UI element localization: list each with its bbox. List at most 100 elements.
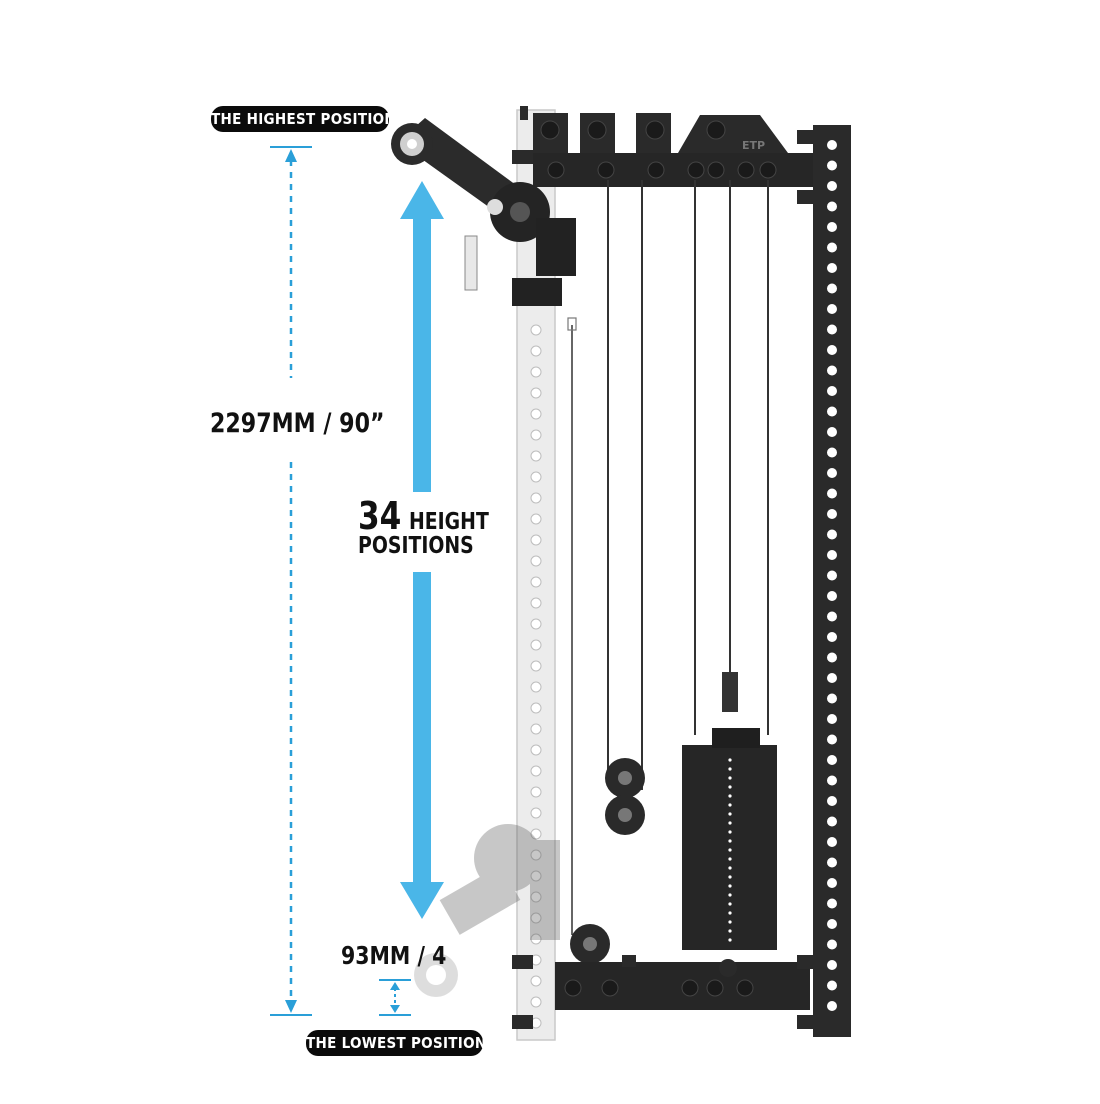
stack-pin-hole — [728, 758, 732, 762]
upright-hole — [827, 550, 837, 560]
stack-pin-hole — [728, 785, 732, 789]
stack-pin-hole — [728, 848, 732, 852]
upright-hole — [827, 816, 837, 827]
upright-hole — [530, 996, 542, 1008]
upright-hole — [530, 933, 542, 945]
upright-hole — [827, 263, 837, 273]
upright-hole — [530, 702, 542, 714]
pulleys — [570, 758, 645, 964]
highest-arm — [391, 118, 576, 306]
upright-hole — [530, 681, 542, 693]
stack-pin-hole — [728, 839, 732, 843]
stack-pin-hole — [728, 920, 732, 924]
upright-hole — [827, 898, 837, 909]
upright-hole — [827, 140, 837, 150]
upright-hole — [827, 939, 837, 950]
arrow-up-down-icon — [400, 181, 444, 919]
upright-hole — [827, 837, 837, 847]
upright-hole — [530, 492, 542, 504]
stack-pin-hole — [728, 803, 732, 807]
upright-hole — [827, 755, 837, 765]
stack-pin-hole — [728, 884, 732, 888]
upright-hole — [827, 652, 837, 663]
stack-pin-hole — [728, 767, 732, 771]
upright-hole — [530, 723, 542, 735]
cables — [567, 180, 769, 935]
upright-hole — [530, 513, 542, 525]
upright-hole — [530, 660, 542, 672]
bottom-frame — [512, 955, 810, 1029]
upright-hole — [827, 734, 837, 745]
upright-hole — [827, 693, 837, 704]
stack-pin-hole — [728, 830, 732, 834]
upright-hole — [530, 576, 542, 588]
upright-hole — [827, 468, 837, 478]
total-height-text: 2297MM / 90” — [210, 408, 385, 439]
upright-hole — [827, 488, 837, 499]
upright-hole — [827, 222, 837, 232]
upright-hole — [827, 980, 837, 991]
upright-hole — [530, 849, 542, 861]
upright-hole — [530, 639, 542, 651]
upright-hole — [530, 366, 542, 378]
rear-upright — [797, 125, 851, 1037]
upright-hole — [827, 160, 837, 171]
upright-hole — [827, 427, 837, 437]
upright-hole — [827, 714, 837, 724]
upright-hole — [530, 408, 542, 420]
upright-hole — [827, 304, 837, 314]
upright-hole — [827, 796, 837, 806]
lowest-offset-text: 93MM / 4 — [341, 941, 447, 970]
brand-logo: ETP — [742, 139, 765, 152]
upright-hole — [827, 509, 837, 519]
lowest-arm-ghost — [414, 824, 560, 997]
upright-hole — [530, 744, 542, 756]
upright-hole — [530, 870, 542, 882]
upright-hole — [530, 450, 542, 462]
dimension-line-icon — [270, 146, 411, 1016]
upright-hole — [530, 765, 542, 777]
upright-hole — [827, 529, 837, 540]
upright-hole — [827, 201, 837, 212]
upright-hole — [530, 891, 542, 903]
positions-count: 34 — [358, 494, 402, 538]
upright-hole — [827, 775, 837, 786]
upright-hole — [827, 365, 837, 376]
upright-hole — [530, 597, 542, 609]
total-height-label: 2297MM / 90” — [210, 408, 423, 439]
lowest-position-text: THE LOWEST POSITION — [306, 1034, 487, 1052]
highest-position-text: THE HIGHEST POSITION — [211, 110, 397, 128]
lowest-offset-label: 93MM / 4 — [341, 941, 469, 970]
stack-pin-hole — [728, 902, 732, 906]
upright-hole — [827, 324, 837, 335]
upright-hole — [530, 786, 542, 798]
stack-pin-hole — [728, 893, 732, 897]
upright-hole — [530, 555, 542, 567]
upright-hole — [530, 975, 542, 987]
stack-pin-hole — [728, 911, 732, 915]
upright-hole — [530, 618, 542, 630]
upright-hole — [827, 283, 837, 294]
positions-word-height: HEIGHT — [408, 509, 489, 535]
positions-word-positions: POSITIONS — [358, 533, 474, 559]
upright-hole — [827, 345, 837, 355]
highest-position-label: THE HIGHEST POSITION — [211, 106, 396, 132]
upright-hole — [530, 387, 542, 399]
upright-hole — [827, 857, 837, 868]
stack-pin-hole — [728, 821, 732, 825]
upright-hole — [530, 429, 542, 441]
upright-hole — [827, 611, 837, 622]
upright-hole — [827, 591, 837, 601]
lowest-position-label: THE LOWEST POSITION — [306, 1030, 487, 1056]
upright-hole — [827, 919, 837, 929]
stack-pin-hole — [728, 776, 732, 780]
upright-hole — [827, 447, 837, 458]
upright-hole — [827, 570, 837, 581]
upright-hole — [530, 324, 542, 336]
top-crossmember: ETP — [512, 106, 813, 204]
upright-hole — [827, 673, 837, 683]
upright-hole — [530, 828, 542, 840]
stack-pin-hole — [728, 938, 732, 942]
